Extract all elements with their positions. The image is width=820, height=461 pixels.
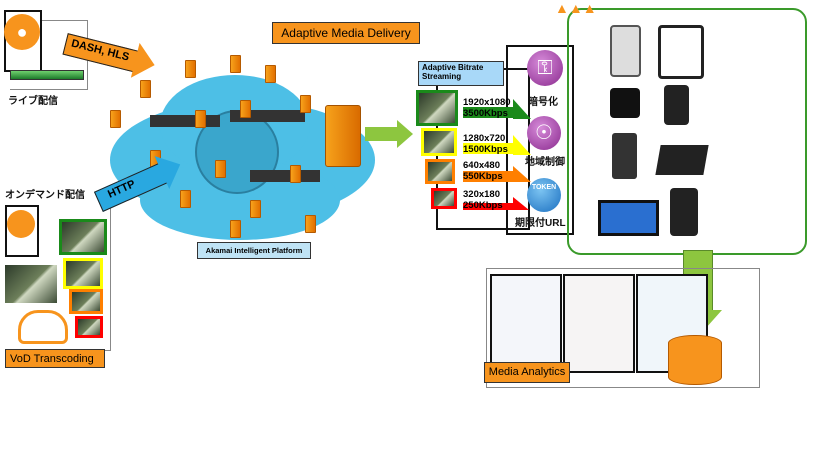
source-video-thumbnail bbox=[5, 265, 57, 303]
edge-server-icon bbox=[195, 110, 206, 128]
transcode-thumbnail-1 bbox=[59, 219, 107, 255]
feature-phone-icon bbox=[612, 133, 637, 179]
video-camera-icon: ● bbox=[4, 14, 40, 50]
smartphone-icon bbox=[610, 25, 641, 77]
edge-server-icon bbox=[110, 110, 121, 128]
abr-title: Adaptive Bitrate Streaming bbox=[418, 61, 504, 86]
bitrate-wedge bbox=[513, 99, 531, 119]
surface-tablet-icon bbox=[598, 200, 659, 236]
transcode-thumbnail-2 bbox=[63, 258, 103, 289]
android-phone-icon bbox=[664, 85, 689, 125]
edge-server-icon bbox=[305, 215, 316, 233]
analytics-label: Media Analytics bbox=[484, 362, 570, 383]
key-icon: ⚿ bbox=[527, 50, 563, 86]
tablet-icon bbox=[658, 25, 704, 79]
analytics-dashboard-1 bbox=[490, 274, 562, 373]
rendition-thumbnail-480 bbox=[425, 159, 455, 184]
edge-server-icon bbox=[265, 65, 276, 83]
device-icons: ▲▲▲ bbox=[555, 0, 597, 16]
transcode-thumbnail-4 bbox=[75, 316, 103, 338]
akamai-cloud bbox=[100, 70, 385, 240]
bitrate-bar bbox=[463, 107, 515, 118]
edge-server-icon bbox=[300, 95, 311, 113]
laptop-icon bbox=[655, 145, 709, 175]
token-badge: TOKEN bbox=[531, 184, 557, 191]
edge-server-icon bbox=[230, 55, 241, 73]
green-arrow-head bbox=[397, 120, 413, 148]
bitrate-bar bbox=[463, 171, 515, 182]
analytics-dashboard-2 bbox=[563, 274, 635, 373]
bitrate-wedge bbox=[513, 135, 531, 155]
vod-transcoding-label: VoD Transcoding bbox=[5, 349, 105, 368]
edge-server-icon bbox=[140, 80, 151, 98]
token-icon: TOKEN bbox=[527, 178, 561, 212]
edge-server-icon bbox=[250, 200, 261, 218]
database-icon bbox=[668, 335, 722, 385]
ondemand-label: オンデマンド配信 bbox=[5, 190, 85, 201]
bitrate-wedge bbox=[513, 197, 529, 210]
bitrate-bar bbox=[463, 203, 515, 210]
bitrate-wedge bbox=[513, 166, 531, 182]
transcode-thumbnail-3 bbox=[69, 289, 103, 314]
bitrate-bar bbox=[463, 143, 515, 154]
set-top-box-icon bbox=[610, 88, 640, 118]
cloud-gear-icon bbox=[18, 310, 68, 344]
edge-server-icon bbox=[185, 60, 196, 78]
expiring-url-label: 期限付URL bbox=[515, 218, 566, 229]
origin-server-icon bbox=[325, 105, 361, 167]
rendition-thumbnail-1080 bbox=[416, 90, 458, 126]
edge-server-icon bbox=[240, 100, 251, 118]
edge-server-icon bbox=[215, 160, 226, 178]
server-rack-icon bbox=[10, 70, 84, 80]
live-label: ライブ配信 bbox=[8, 96, 58, 107]
geo-control-label: 地域制御 bbox=[525, 157, 565, 168]
green-arrow-right bbox=[365, 127, 397, 141]
analytics-frame bbox=[486, 268, 760, 388]
rendition-thumbnail-720 bbox=[421, 128, 457, 156]
film-icon bbox=[7, 210, 35, 238]
rendition-thumbnail-180 bbox=[431, 188, 457, 209]
windows-phone-icon bbox=[670, 188, 698, 236]
edge-server-icon bbox=[290, 165, 301, 183]
page-title: Adaptive Media Delivery bbox=[272, 22, 420, 44]
encryption-label: 暗号化 bbox=[528, 97, 558, 108]
platform-label: Akamai Intelligent Platform bbox=[197, 242, 311, 259]
edge-server-icon bbox=[230, 220, 241, 238]
edge-server-icon bbox=[180, 190, 191, 208]
globe-icon: ☉ bbox=[527, 116, 561, 150]
